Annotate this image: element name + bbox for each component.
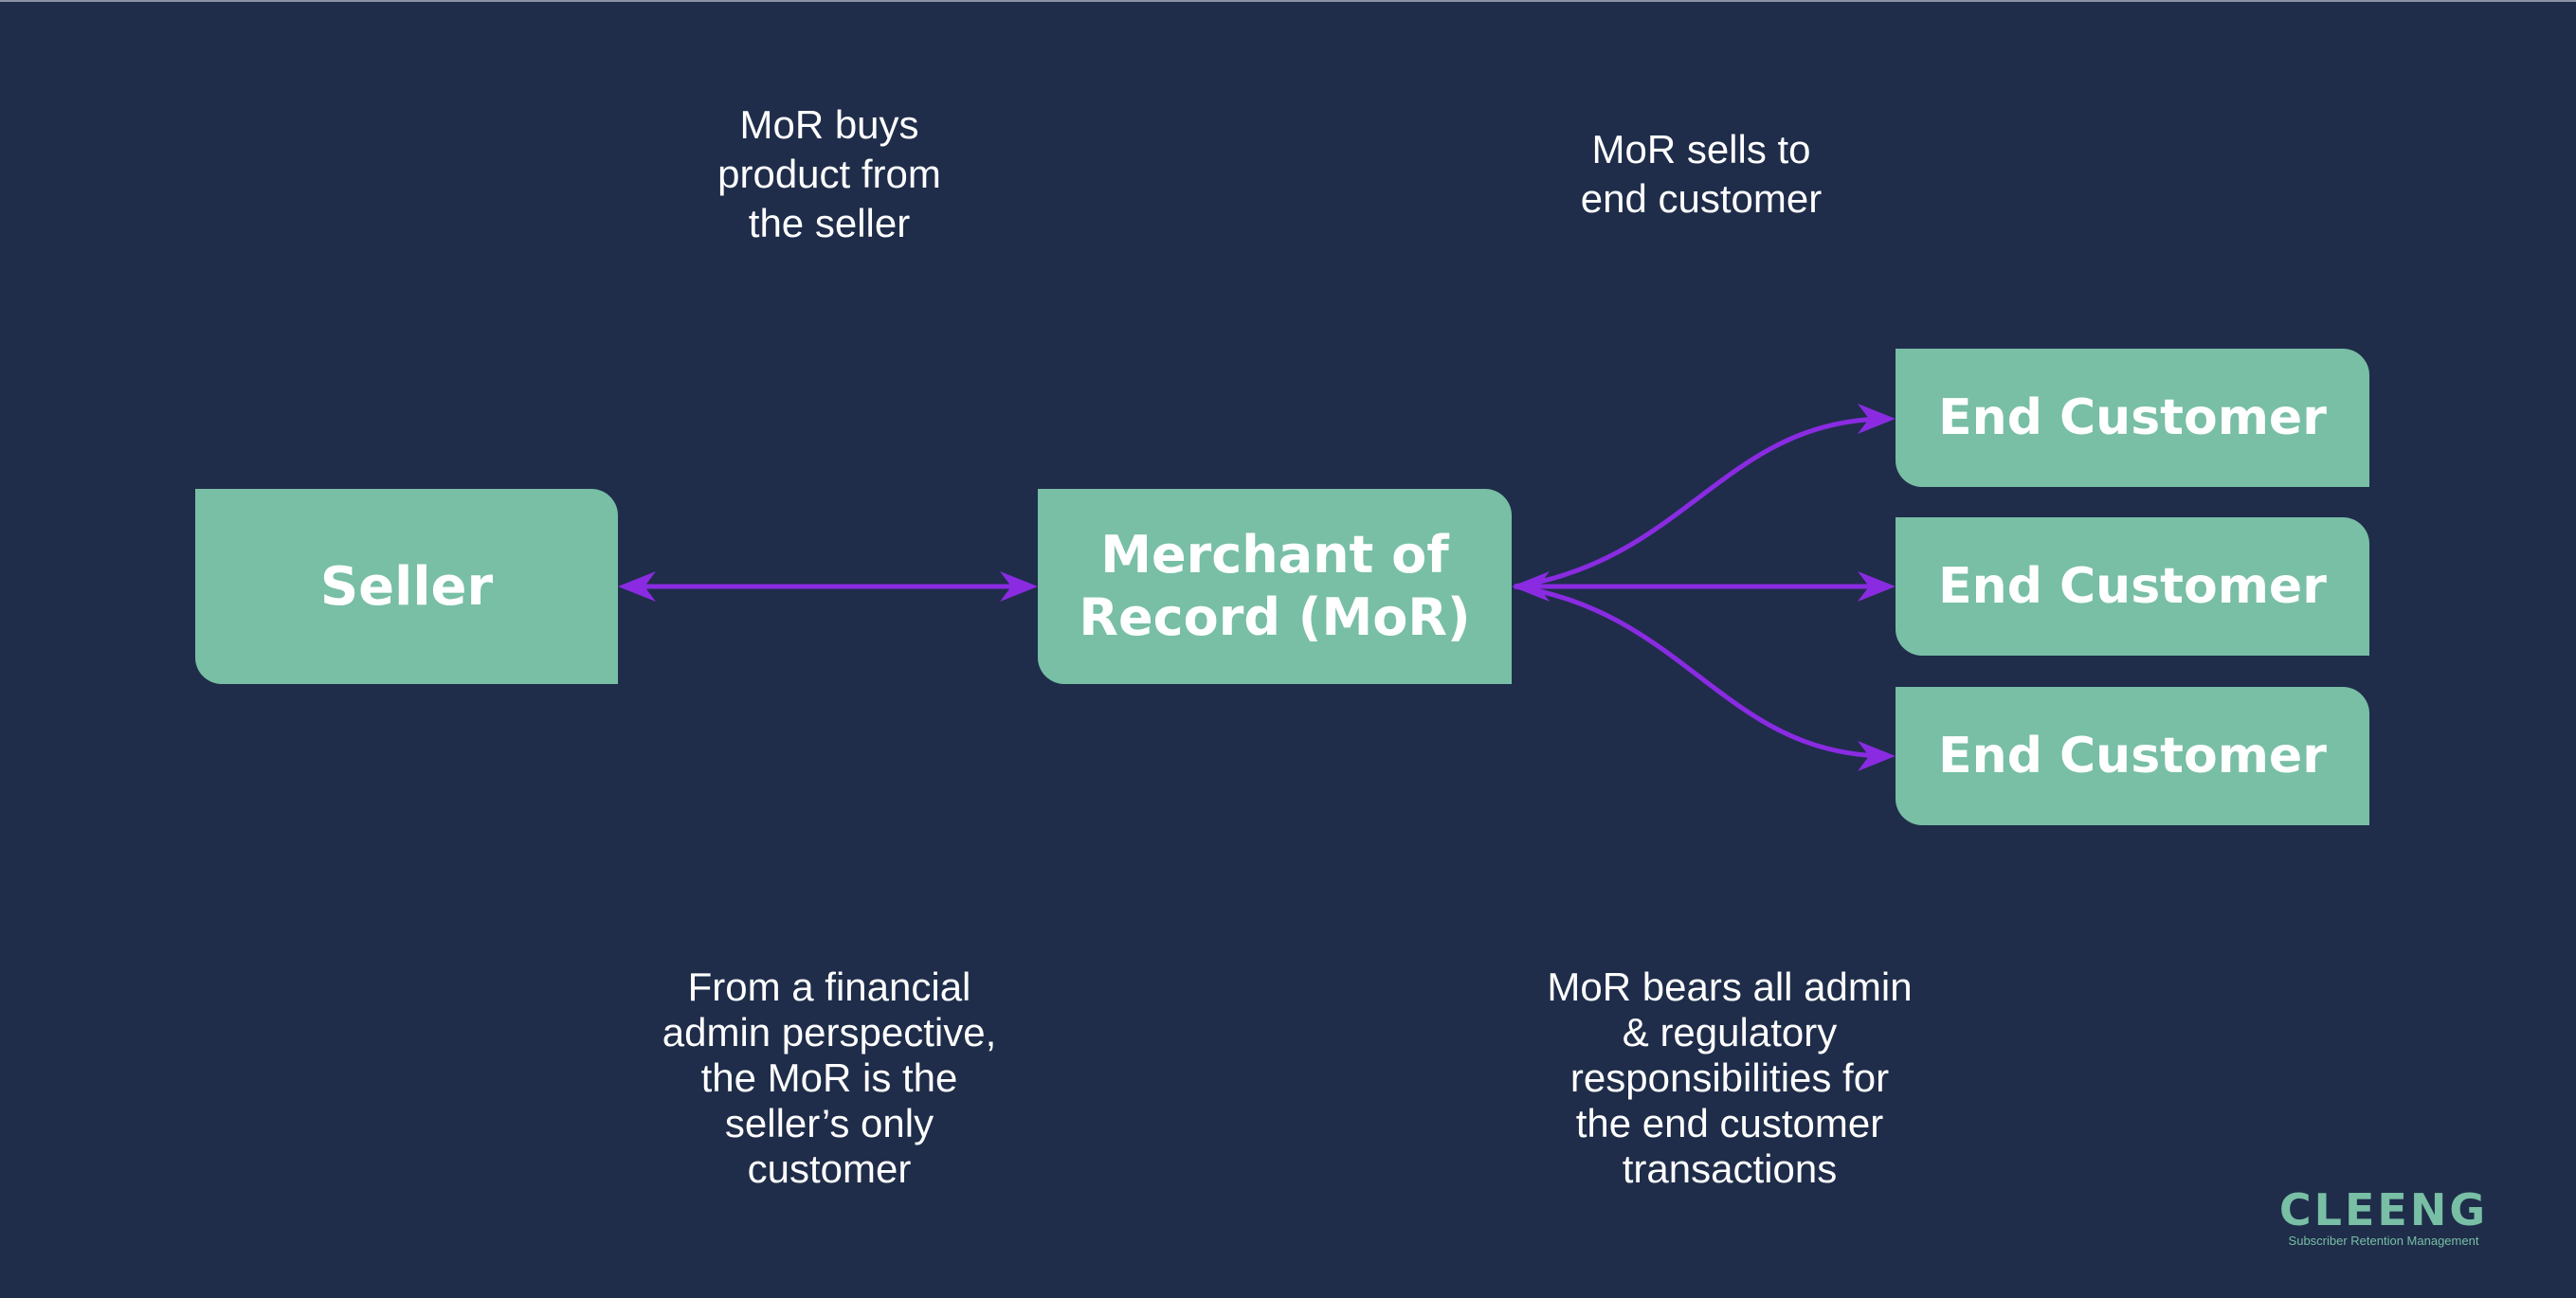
arrowhead-to-ec2 bbox=[1858, 571, 1896, 602]
logo-tagline: Subscriber Retention Management bbox=[2288, 1234, 2479, 1248]
merchant-of-record-node: Merchant of Record (MoR) bbox=[1038, 489, 1512, 684]
end-customer-node: End Customer bbox=[1896, 687, 2369, 825]
arrowhead-to-mor-right bbox=[1512, 571, 1550, 602]
arrowhead-to-seller bbox=[618, 571, 656, 602]
logo-wordmark: CLEENG bbox=[2278, 1184, 2489, 1235]
arrowhead-to-ec1 bbox=[1858, 404, 1896, 434]
note-financial-perspective: From a financial admin perspective, the … bbox=[662, 964, 997, 1191]
cleeng-logo: CLEENG Subscriber Retention Management bbox=[2256, 1186, 2512, 1249]
arrowhead-to-ec3 bbox=[1858, 741, 1896, 771]
note-mor-sells: MoR sells to end customer bbox=[1580, 127, 1823, 221]
note-regulatory-responsibilities: MoR bears all admin & regulatory respons… bbox=[1547, 964, 1913, 1191]
arrowhead-to-mor bbox=[1000, 571, 1038, 602]
seller-node: Seller bbox=[195, 489, 618, 684]
note-mor-buys: MoR buys product from the seller bbox=[717, 102, 941, 245]
end-customer-node: End Customer bbox=[1896, 349, 2369, 487]
end-customer-node: End Customer bbox=[1896, 517, 2369, 656]
mor-ec1-connector bbox=[1514, 416, 1889, 589]
mor-ec3-connector bbox=[1514, 584, 1889, 759]
